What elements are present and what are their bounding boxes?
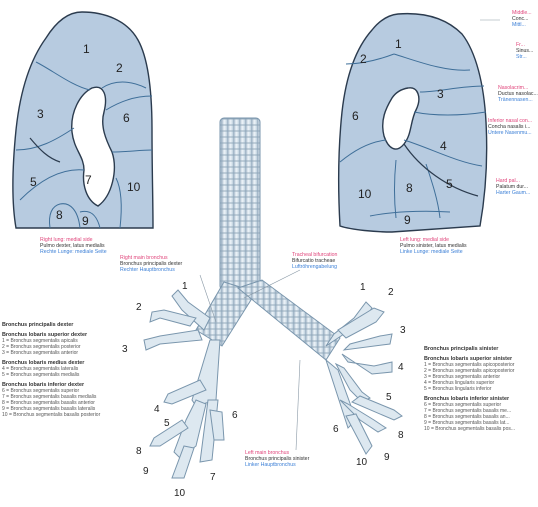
right-lung-segment-label: 6	[123, 111, 130, 125]
cutoff-label-5: Hard pal... Palatum dur... Harter Gaum..…	[496, 178, 530, 196]
right-lung-segment-label: 8	[56, 208, 63, 222]
legend-right-bronchus: Bronchus principalis dexter Bronchus lob…	[2, 322, 100, 418]
bronchus-number: 5	[386, 392, 392, 403]
callout-line: Rechter Hauptbronchus	[120, 267, 182, 273]
legend-title: Bronchus principalis sinister	[424, 346, 515, 352]
bronchus-number: 10	[174, 488, 186, 499]
cutoff-label-4: Inferior nasal con... Concha nasalis i..…	[488, 118, 532, 136]
left-lung-segment-label: 1	[395, 37, 402, 51]
bronchus-number: 4	[154, 404, 160, 415]
tracheal-bifurcation-callout: Tracheal bifurcation Bifurcatio tracheae…	[292, 252, 337, 270]
legend-item: 10 = Bronchus segmentalis basalis pos...	[424, 426, 515, 432]
bronchus-number: 8	[398, 430, 404, 441]
left-lung-segment-label: 4	[440, 139, 447, 153]
right-lung-segment-label: 7	[85, 173, 92, 187]
left-main-bronchus	[238, 280, 340, 360]
left-lung-segment-label: 5	[446, 177, 453, 191]
left-lung-segment-label: 2	[360, 52, 367, 66]
right-lung: 1 2 3 6 5 7 10 8 9	[13, 12, 153, 228]
bronchus-number: 9	[384, 452, 390, 463]
trachea	[220, 118, 260, 290]
legend-item: 5 = Bronchus lingularis inferior	[424, 386, 515, 392]
legend-title: Bronchus principalis dexter	[2, 322, 100, 328]
left-lung: 1 2 3 6 4 10 8 5 9	[339, 14, 487, 232]
right-main-bronchus-callout: Right main bronchus Bronchus principalis…	[120, 255, 182, 273]
right-lung-segment-label: 1	[83, 42, 90, 56]
bronchus-number: 3	[400, 325, 406, 336]
bronchus-number: 8	[136, 446, 142, 457]
left-lung-segment-label: 9	[404, 213, 411, 227]
legend-item: 3 = Bronchus segmentalis anterior	[2, 350, 100, 356]
bronchus-number: 6	[333, 424, 339, 435]
label-line: Tränennasen...	[498, 97, 538, 103]
callout-line: Luftröhrengabelung	[292, 264, 337, 270]
cutoff-label-3: Nasolacrim... Ductus nasolac... Tränenna…	[498, 85, 538, 103]
bronchus-number: 10	[356, 457, 368, 468]
left-lung-caption: Left lung: medial side Pulmo sinister, l…	[400, 237, 467, 255]
label-line: Str...	[516, 54, 533, 60]
caption-line-de: Rechte Lunge: mediale Seite	[40, 249, 107, 255]
bronchus-number: 1	[182, 281, 188, 292]
label-line: Mittl...	[512, 22, 532, 28]
left-lung-segment-label: 8	[406, 181, 413, 195]
label-line: Harter Gaum...	[496, 190, 530, 196]
left-lung-segment-label: 3	[437, 87, 444, 101]
bronchus-number: 9	[143, 466, 149, 477]
cutoff-label-2: Fr... Sinus... Str...	[516, 42, 533, 60]
right-lung-segment-label: 2	[116, 61, 123, 75]
caption-line-de: Linke Lunge: mediale Seite	[400, 249, 467, 255]
right-lung-segment-label: 9	[82, 214, 89, 228]
leader-line	[296, 360, 300, 450]
bronchus-number: 4	[398, 362, 404, 373]
left-lung-segment-label: 6	[352, 109, 359, 123]
right-lung-segment-label: 10	[127, 180, 141, 194]
bronchus-number: 6	[232, 410, 238, 421]
bronchus-number: 7	[210, 472, 216, 483]
label-line: Untere Nasenmu...	[488, 130, 532, 136]
bronchus-number: 1	[360, 282, 366, 293]
bronchus-number: 2	[388, 287, 394, 298]
right-lung-segment-label: 3	[37, 107, 44, 121]
legend-left-bronchus: Bronchus principalis sinister Bronchus l…	[424, 346, 515, 432]
bronchus-number: 3	[122, 344, 128, 355]
bronchus-number: 2	[136, 302, 142, 313]
left-main-bronchus-callout: Left main bronchus Bronchus principalis …	[245, 450, 309, 468]
right-lung-segment-label: 5	[30, 175, 37, 189]
legend-item: 5 = Bronchus segmentalis medialis	[2, 372, 100, 378]
right-lung-caption: Right lung: medial side Pulmo dexter, la…	[40, 237, 107, 255]
cutoff-label-1: Middle... Conc... Mittl...	[512, 10, 532, 28]
legend-item: 10 = Bronchus segmentalis basalis poster…	[2, 412, 100, 418]
callout-line: Linker Hauptbronchus	[245, 462, 309, 468]
bronchus-number: 5	[164, 418, 170, 429]
left-lung-segment-label: 10	[358, 187, 372, 201]
